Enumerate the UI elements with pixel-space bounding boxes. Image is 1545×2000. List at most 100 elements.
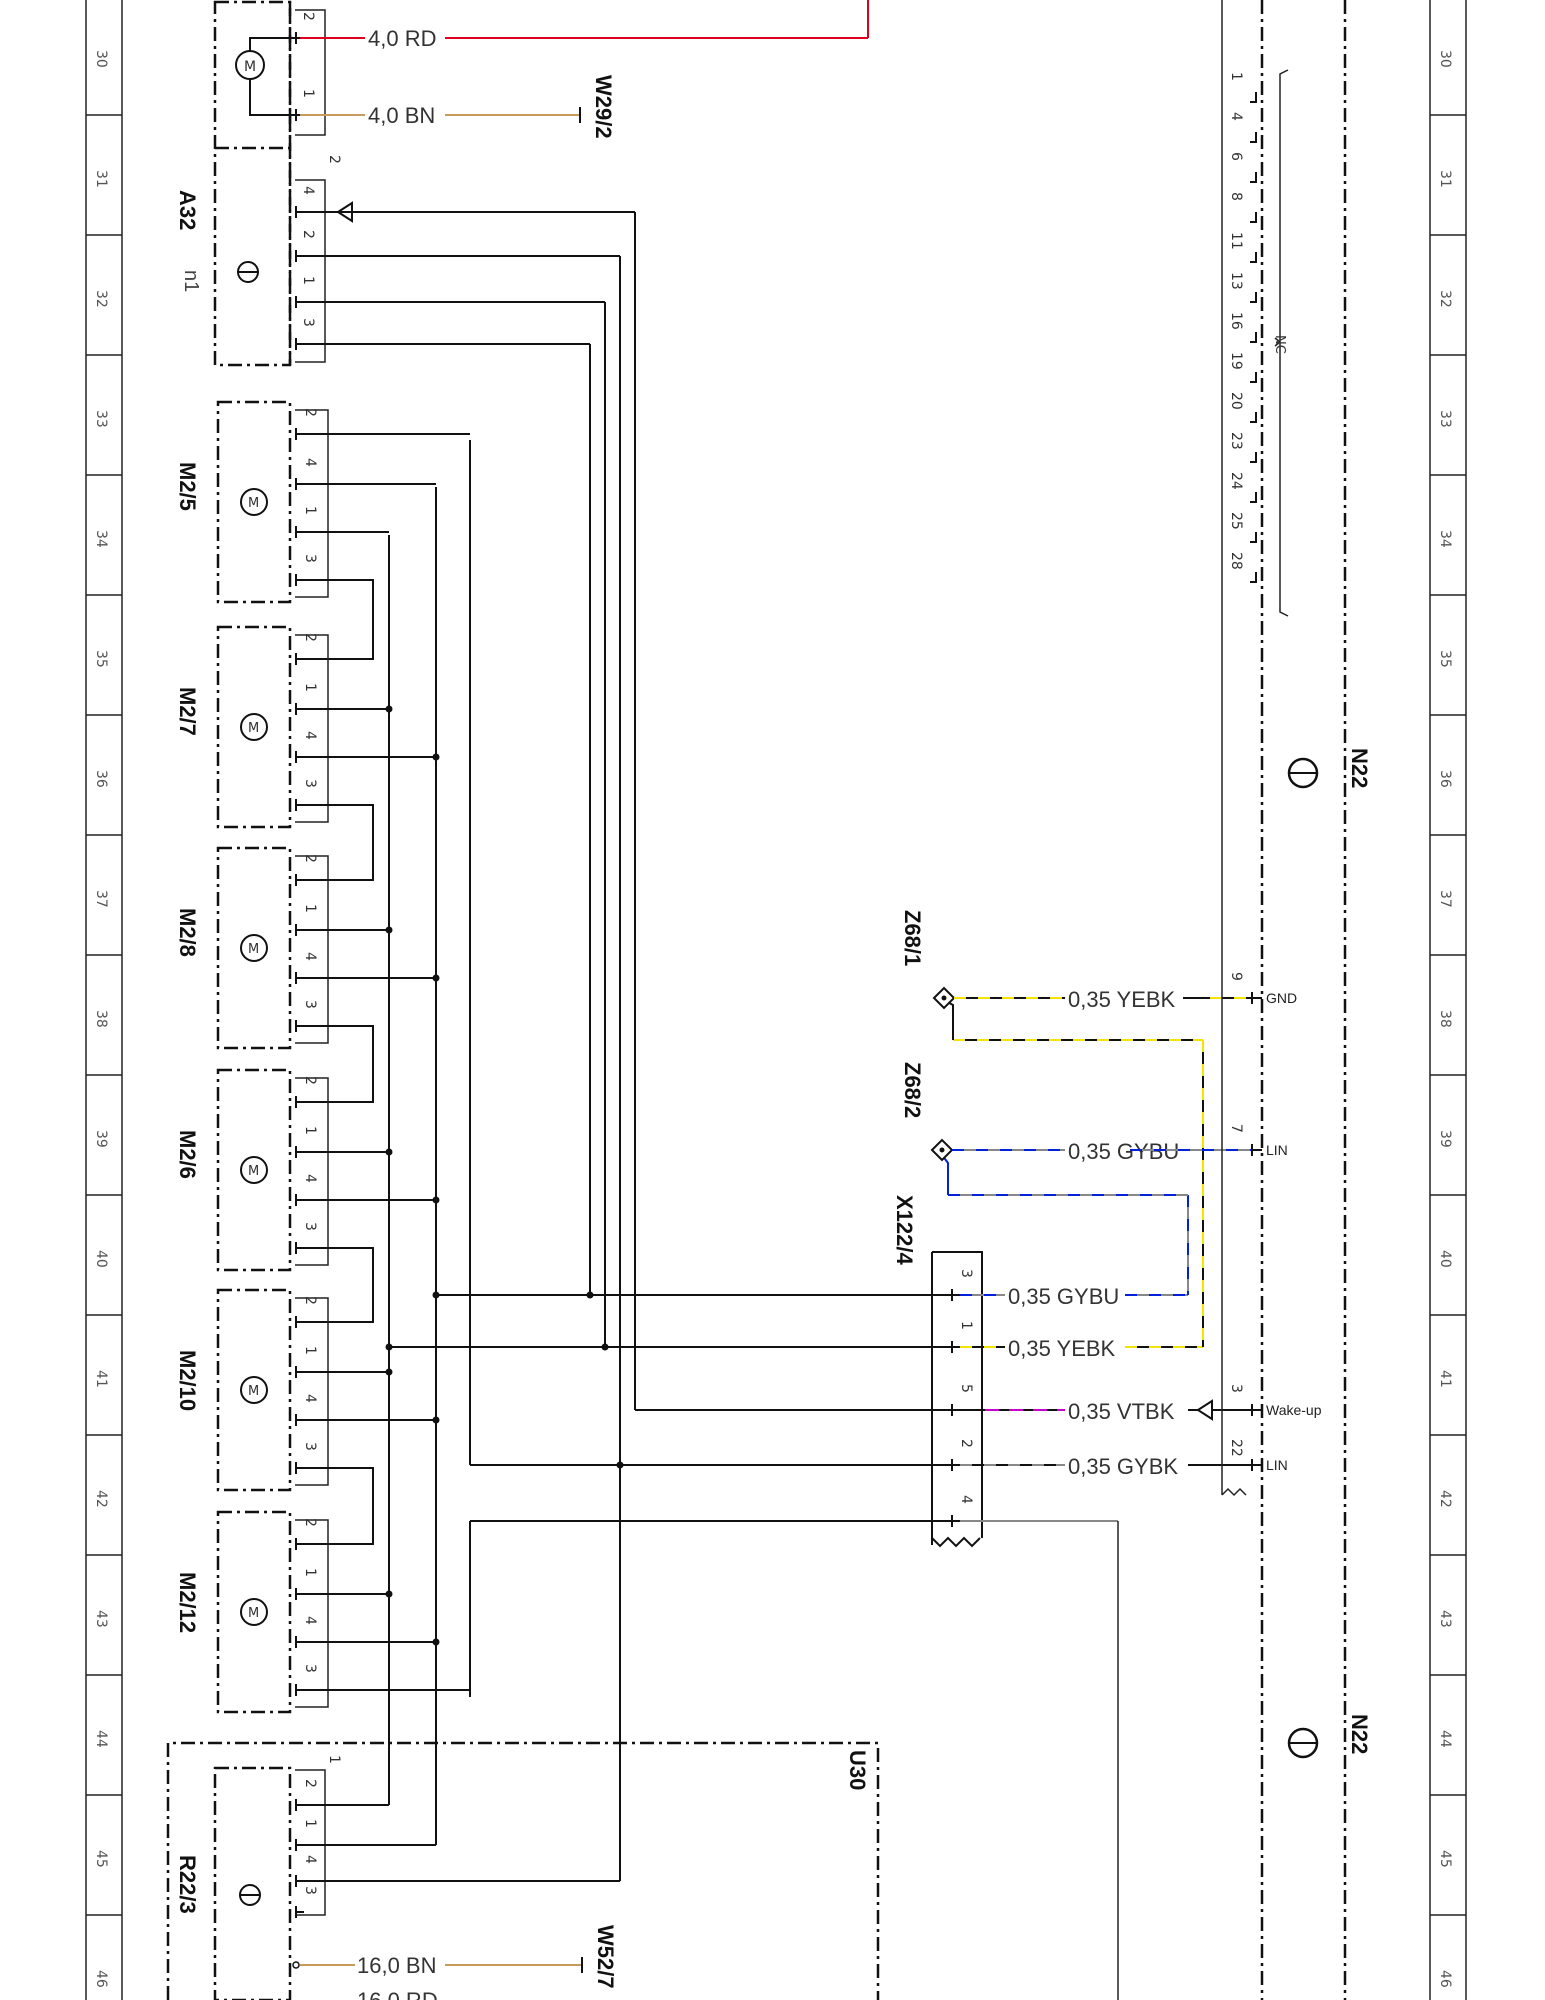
x122-pin-number: 4	[958, 1495, 974, 1504]
r22-pin-number: 4	[302, 1855, 318, 1864]
n22-bundle-pin-number: 24	[1228, 472, 1244, 490]
w52-7-name: W52/7	[593, 1925, 618, 1989]
ruler-number: 39	[93, 1130, 109, 1148]
a32-pin-number: 4	[300, 186, 316, 195]
a32-pin-number: 1	[300, 89, 316, 98]
ruler-number: 30	[93, 50, 109, 68]
a32-pin-number: 3	[300, 318, 316, 327]
n22-bundle-pin-number: 6	[1228, 152, 1244, 161]
motor-pin-number: 2	[302, 1518, 318, 1527]
n22-bundle-pin-number: 16	[1228, 312, 1244, 330]
trunk-wires	[300, 211, 955, 1881]
n22-wakeup-arrow-icon	[1196, 1399, 1213, 1421]
motor-pin-number: 1	[302, 683, 318, 692]
x122-pin-number: 5	[958, 1384, 974, 1393]
n22-pin-label: LIN	[1266, 1142, 1288, 1158]
n22-pin-label: Wake-up	[1266, 1402, 1322, 1418]
wire-x3-label: 0,35 GYBU	[1008, 1284, 1119, 1309]
r22-pin-number: 2	[302, 1779, 318, 1788]
ruler-number: 40	[93, 1250, 109, 1268]
n22-pin-label: GND	[1266, 990, 1297, 1006]
n22-bundle-pin-number: 8	[1228, 192, 1244, 201]
ruler-number: 42	[1437, 1490, 1453, 1508]
n22-name-bottom: N22	[1347, 1714, 1372, 1754]
ruler-number: 35	[1437, 650, 1453, 668]
motor-icon	[240, 488, 268, 516]
ruler-number: 39	[1437, 1130, 1453, 1148]
motor-pin-number: 1	[302, 1346, 318, 1355]
ruler-number: 32	[1437, 290, 1453, 308]
x122-wires: 0,35 GYBU 0,35 YEBK 0,35 VTBK 0,35 GYBK	[939, 997, 1252, 2000]
n22-bundle-pin-number: 11	[1228, 232, 1244, 250]
wire-z68-1-label: 0,35 YEBK	[1068, 987, 1176, 1012]
motor-pin-number: 1	[302, 506, 318, 515]
motor-name: M2/6	[175, 1130, 200, 1179]
motor-pin-number: 4	[302, 458, 318, 467]
ruler-number: 45	[93, 1850, 109, 1868]
r22-outer-pin: 1	[326, 1755, 342, 1764]
n22-pin-number: 3	[1228, 1384, 1244, 1393]
splice-z68-1: 0,35 YEBK Z68/1	[900, 910, 1252, 1012]
x122-pin-number: 1	[958, 1321, 974, 1330]
ruler-number: 44	[93, 1730, 109, 1748]
motor-pin-number: 4	[302, 1174, 318, 1183]
ruler-number: 34	[1437, 530, 1453, 548]
x122-pin-number: 2	[958, 1439, 974, 1448]
svg-text:M: M	[248, 1384, 259, 1399]
motor-pin-number: 3	[302, 554, 318, 563]
component-r22-3: R22/3 1 2 1 4 3	[175, 1755, 620, 2000]
ruler-number: 46	[93, 1970, 109, 1988]
n22-pin-number: 9	[1228, 972, 1244, 981]
n22-bundle-pin-number: 25	[1228, 512, 1244, 530]
n22-bundle-pin-number: 20	[1228, 392, 1244, 410]
ruler-number: 31	[1437, 170, 1453, 188]
z68-1-name: Z68/1	[900, 910, 925, 966]
motor-pin-number: 4	[302, 731, 318, 740]
svg-text:M: M	[248, 1164, 259, 1179]
ruler-number: 31	[93, 170, 109, 188]
r22-pin-number: 3	[302, 1886, 318, 1895]
svg-text:M: M	[244, 59, 256, 75]
ruler-number: 46	[1437, 1970, 1453, 1988]
svg-text:M: M	[248, 1606, 259, 1621]
ruler-number: 41	[93, 1370, 109, 1388]
n22-bundle-pin-number: 4	[1228, 112, 1244, 121]
wire-r22-bn-label: 16,0 BN	[357, 1953, 437, 1978]
motor-pin-number: 1	[302, 904, 318, 913]
u30-name: U30	[845, 1750, 870, 1790]
motor-pin-number: 3	[302, 1664, 318, 1673]
n22-nc-label: NC	[1272, 335, 1287, 354]
motor-pin-number: 2	[302, 1296, 318, 1305]
r22-pin-number: 1	[302, 1819, 318, 1828]
ruler-number: 42	[93, 1490, 109, 1508]
ruler-number: 40	[1437, 1250, 1453, 1268]
ruler-number: 33	[93, 410, 109, 428]
r22-name: R22/3	[175, 1855, 200, 1914]
wire-x1-label: 0,35 YEBK	[1008, 1336, 1116, 1361]
ruler-number: 44	[1437, 1730, 1453, 1748]
ruler-number: 36	[1437, 770, 1453, 788]
m1-power-wires: 4,0 RD 4,0 BN W29/2	[300, 0, 869, 223]
n22-bundle-pin-number: 1	[1228, 72, 1244, 81]
ruler-number: 32	[93, 290, 109, 308]
motor-pin-number: 4	[302, 952, 318, 961]
x122-pin-number: 3	[958, 1269, 974, 1278]
motor-group: MM2/52413MM2/72143MM2/82143MM2/62143MM2/…	[175, 400, 471, 1714]
ruler-number: 41	[1437, 1370, 1453, 1388]
ruler-number: 34	[93, 530, 109, 548]
svg-text:M: M	[248, 496, 259, 511]
motor-pin-number: 2	[302, 854, 318, 863]
motor-name: M2/10	[175, 1350, 200, 1411]
motor-pin-number: 2	[302, 633, 318, 642]
motor-name: M2/12	[175, 1572, 200, 1633]
n22-pin-number: 7	[1228, 1124, 1244, 1133]
motor-name: M2/7	[175, 687, 200, 736]
motor-name: M2/5	[175, 462, 200, 511]
